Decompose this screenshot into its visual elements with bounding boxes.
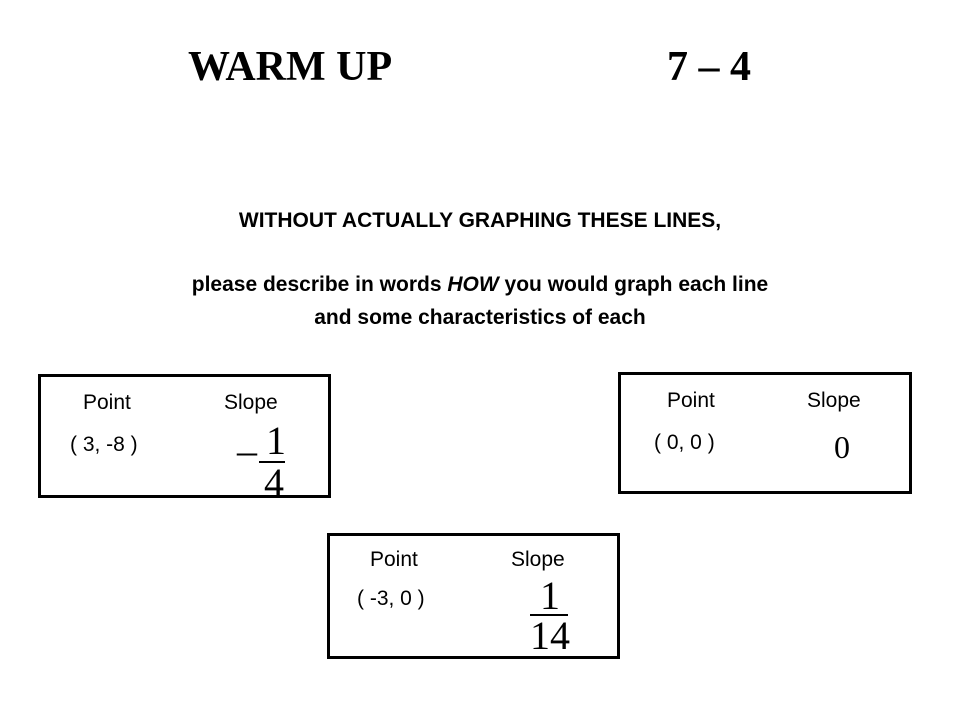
title-warm-up: WARM UP xyxy=(188,44,393,90)
instructions-line-1-start: please describe in words xyxy=(191,273,448,296)
point-label: Point xyxy=(667,389,715,412)
slope-label: Slope xyxy=(511,548,565,571)
point-value: ( 3, -8 ) xyxy=(70,433,138,456)
point-value: ( -3, 0 ) xyxy=(357,587,425,610)
instructions-line-2: and some characteristics of each xyxy=(314,306,646,329)
title-lesson-number: 7 – 4 xyxy=(667,44,751,90)
slope-denominator: 4 xyxy=(264,460,284,505)
instructions-line-1-end: you would graph each line xyxy=(498,273,769,296)
slope-value: 0 xyxy=(834,429,850,465)
slope-label: Slope xyxy=(807,389,861,412)
fraction-bar xyxy=(530,614,568,616)
instructions-heading: WITHOUT ACTUALLY GRAPHING THESE LINES, xyxy=(238,209,722,232)
slope-numerator: 1 xyxy=(540,573,560,618)
point-value: ( 0, 0 ) xyxy=(654,431,715,454)
slope-label: Slope xyxy=(224,391,278,414)
slope-denominator: 14 xyxy=(530,613,570,658)
point-slope-box-3: Point Slope ( -3, 0 ) 1 14 xyxy=(327,533,620,659)
instructions-how: HOW xyxy=(447,273,499,296)
point-slope-box-1: Point Slope ( 3, -8 ) – 1 4 xyxy=(38,374,331,503)
instructions-line-1: please describe in words HOW you would g… xyxy=(0,273,960,297)
point-label: Point xyxy=(370,548,418,571)
slope-numerator: 1 xyxy=(266,418,286,463)
slope-sign: – xyxy=(237,428,257,473)
fraction-bar xyxy=(259,461,285,463)
point-label: Point xyxy=(83,391,131,414)
point-slope-box-2: Point Slope ( 0, 0 ) 0 xyxy=(618,372,912,494)
